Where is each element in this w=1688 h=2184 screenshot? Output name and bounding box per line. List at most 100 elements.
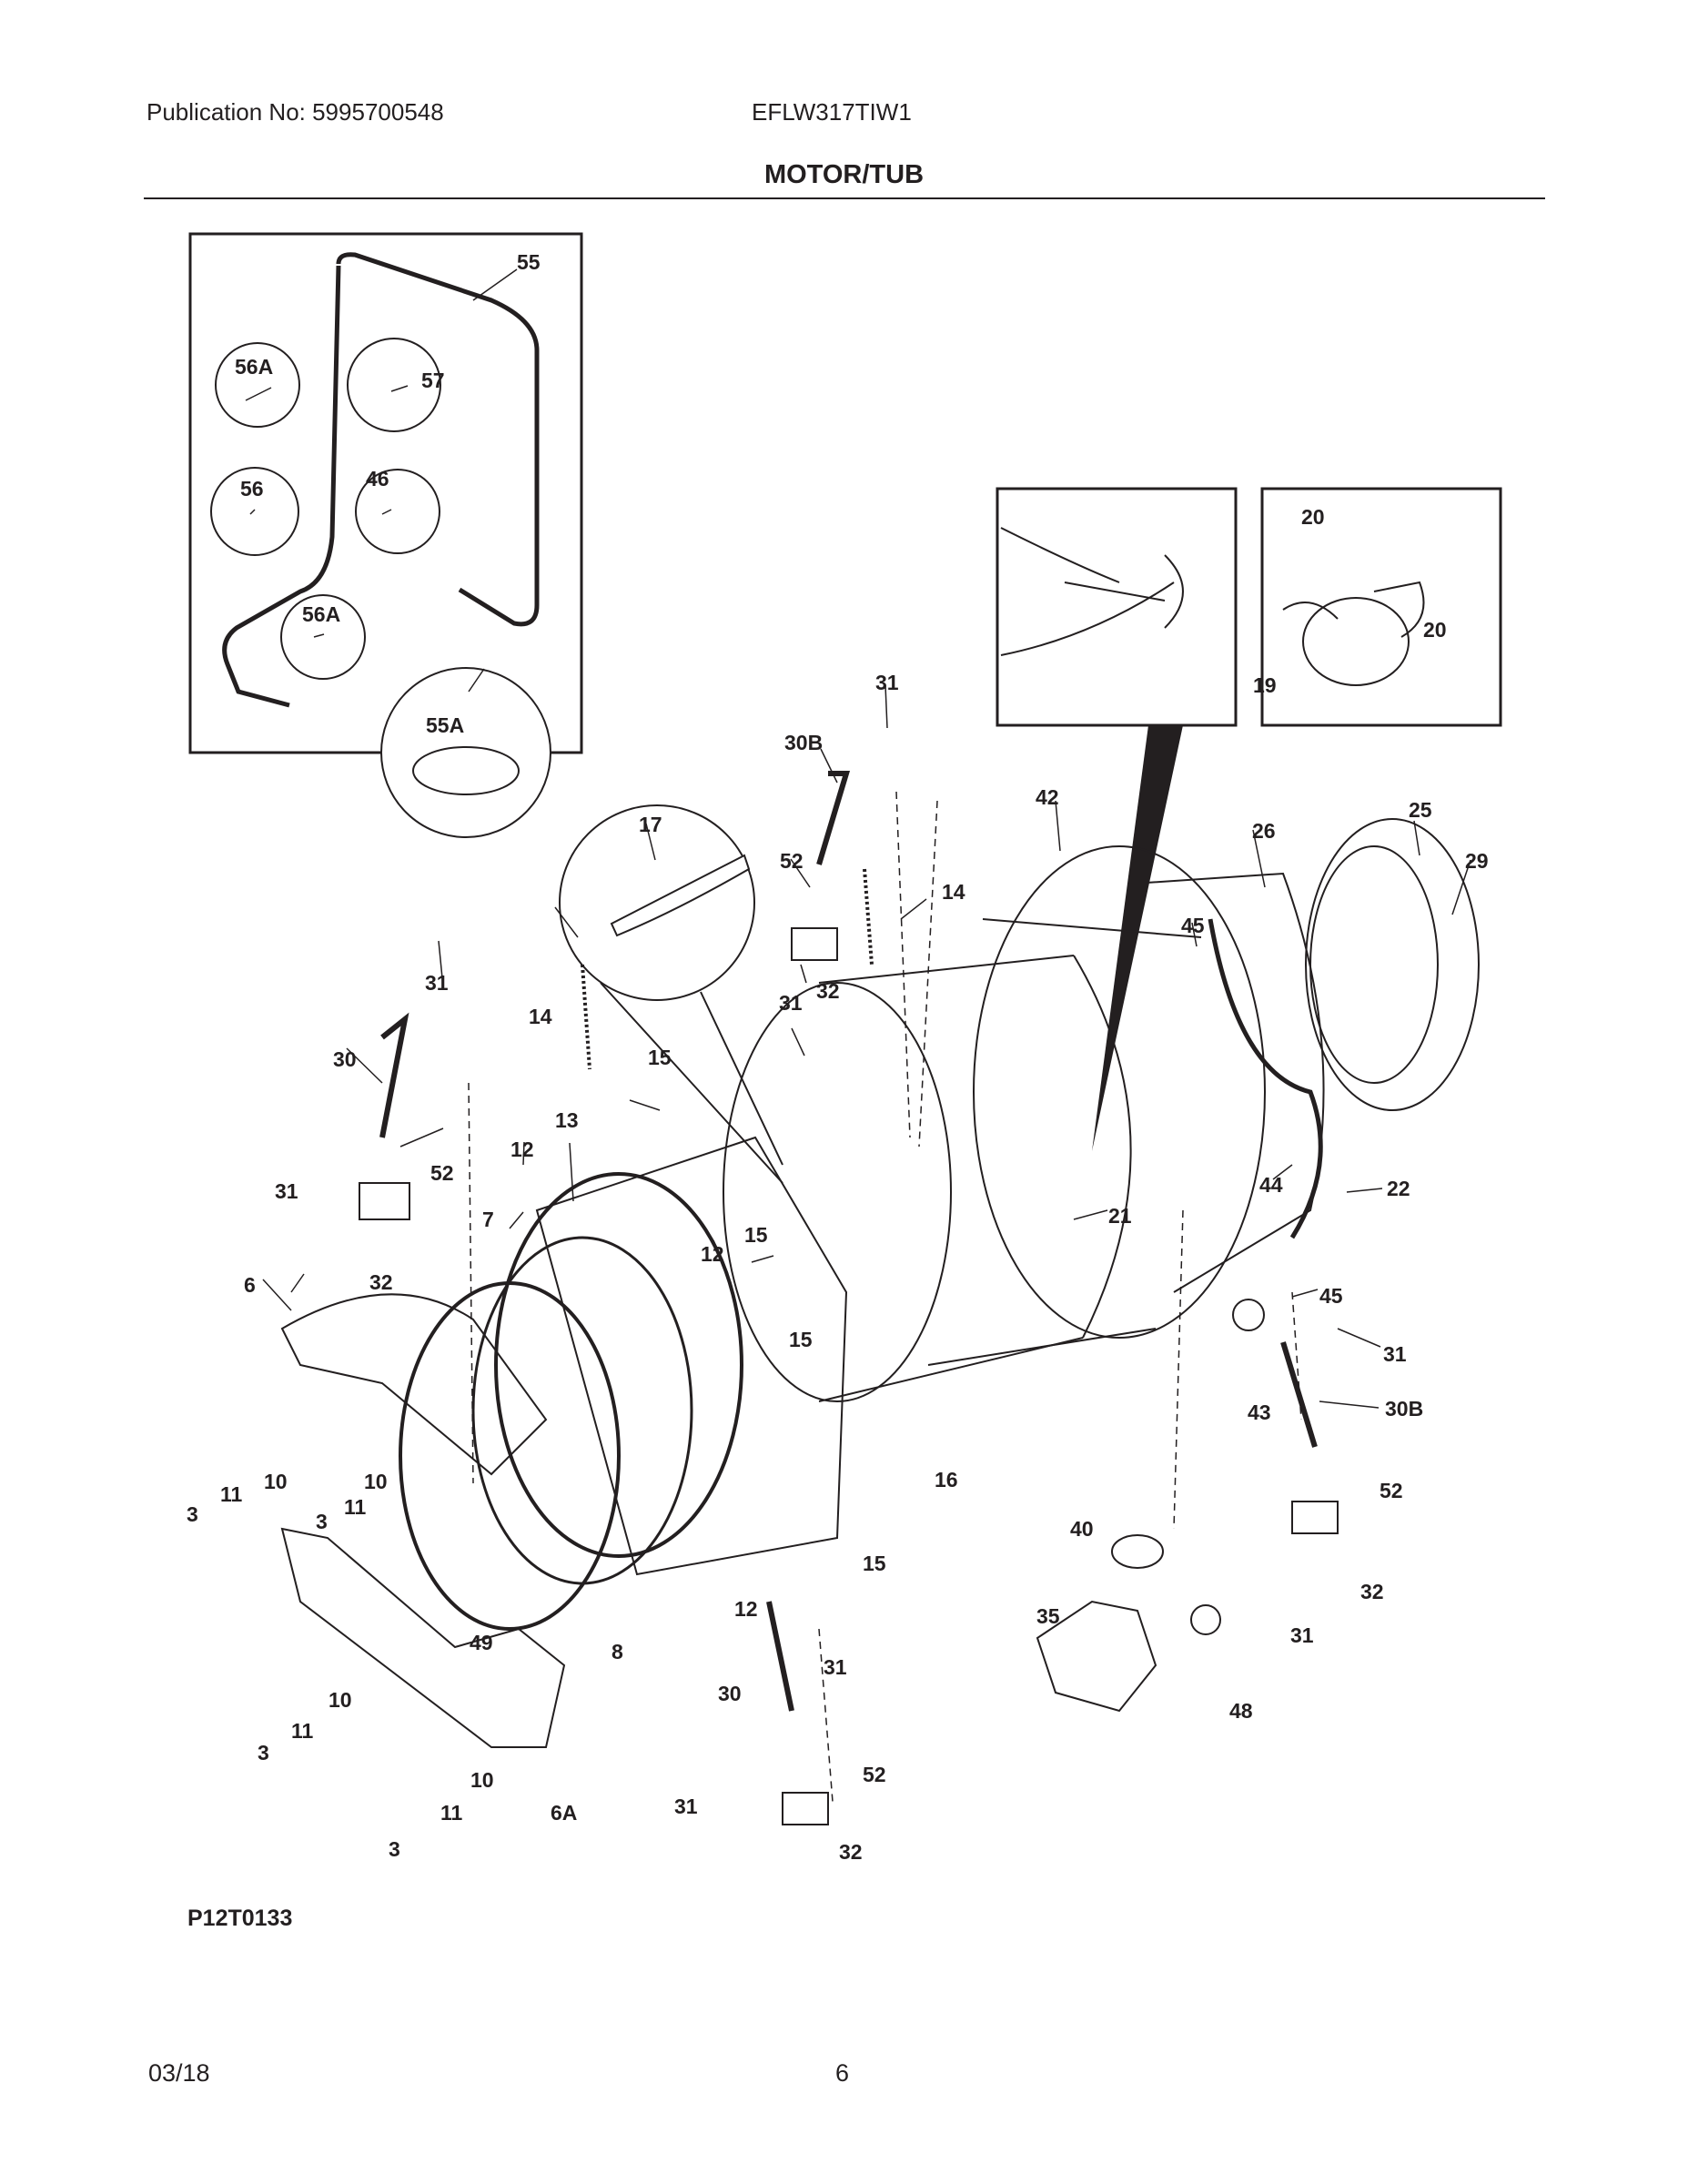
shock-absorber-30-left [379,1012,409,1138]
callout-22: 22 [1387,1177,1410,1200]
callout-20-right: 20 [1423,618,1447,642]
page-number: 6 [835,2059,850,2087]
callout-14-left: 14 [529,1005,552,1028]
drain-hose [336,252,540,627]
callout-8: 8 [612,1640,623,1663]
inset-pointer [1092,725,1183,1151]
callout-31-top: 31 [875,671,899,694]
callout-labels: 55 56A 57 56 46 56A 55A 17 31 30B 42 26 … [187,250,1489,1864]
callout-6A: 6A [551,1801,577,1825]
callout-3-b: 3 [316,1510,328,1533]
pump-seal-40 [1111,1534,1164,1569]
callout-56A-upper: 56A [235,355,273,379]
clamp-detail-46 [355,469,440,554]
callout-16: 16 [935,1468,958,1491]
callout-46: 46 [366,467,389,490]
callout-30-bottom: 30 [718,1682,742,1705]
header-divider [144,197,1545,199]
callout-3-d: 3 [389,1837,400,1861]
clamp-detail-56A-upper [215,342,300,428]
callout-57: 57 [421,369,445,392]
motor-body [1302,597,1410,686]
callout-44: 44 [1259,1173,1283,1197]
spring-14-left [581,964,591,1070]
motor-inset-box [1260,487,1502,727]
callout-32-left: 32 [369,1270,393,1294]
callout-14-top: 14 [942,880,965,904]
callout-31-bottom-mid: 31 [824,1655,847,1679]
callout-3-a: 3 [187,1502,198,1526]
callout-10-d: 10 [470,1768,494,1792]
callout-55: 55 [517,250,541,274]
tub-front-ring [494,1172,743,1558]
part-17-strip [610,854,751,937]
alignment-dashes [468,791,1302,1803]
callout-31-left: 31 [425,971,449,995]
spring-14-top [863,868,874,966]
callout-49: 49 [470,1631,493,1654]
outer-drum-rear [973,845,1266,1339]
callout-56A-lower: 56A [302,602,340,626]
detail-circle-17 [559,804,755,1001]
drawing-code: P12T0133 [187,1906,293,1931]
callout-32-bottom: 32 [839,1840,863,1864]
hose-44 [1208,918,1323,1239]
callout-10-a: 10 [264,1470,288,1493]
callout-11-a: 11 [220,1482,243,1506]
clamp-detail-55A [380,667,551,838]
counterweight-6 [280,1293,548,1476]
callout-3-c: 3 [258,1741,269,1764]
bracket-32-left [359,1182,410,1220]
callout-17: 17 [639,813,662,836]
callout-43: 43 [1248,1400,1271,1424]
callout-45-right: 45 [1319,1284,1343,1308]
ring-43 [1232,1299,1265,1331]
callout-42: 42 [1036,785,1059,809]
callout-31-left-lower: 31 [275,1179,298,1203]
callout-30B-top: 30B [784,731,823,754]
callout-11-d: 11 [440,1801,463,1825]
clamp-detail-56A-lower [280,594,366,680]
clamp-detail-57 [347,338,441,432]
callout-45-top: 45 [1181,914,1205,937]
callout-20-top: 20 [1301,505,1325,529]
counterweight-6A [280,1527,566,1748]
callout-29: 29 [1465,849,1489,873]
outer-drum-shell [927,918,1202,1366]
drain-pump-35 [1036,1600,1157,1713]
callout-15-lower: 15 [789,1328,813,1351]
callout-31-right: 31 [1383,1342,1407,1366]
retaining-ring-55A [412,746,520,795]
callout-10-b: 10 [364,1470,388,1493]
clamp-detail-56 [210,467,299,556]
callout-56: 56 [240,477,264,500]
callout-40: 40 [1070,1517,1094,1541]
callout-15-top: 15 [648,1046,672,1069]
page-title: MOTOR/TUB [763,160,925,189]
publication-number: Publication No: 5995700548 [147,98,444,126]
motor-bracket [1282,581,1425,638]
vent-hose [222,265,341,708]
model-number: EFLW317TIW1 [752,98,912,126]
callout-10-c: 10 [329,1688,352,1712]
callout-15-bottom: 15 [863,1552,886,1575]
callout-31-mid: 31 [779,991,803,1015]
callout-52-top: 52 [780,849,804,873]
callout-30-left: 30 [333,1047,357,1071]
callout-26: 26 [1252,819,1276,843]
callout-11-c: 11 [291,1719,314,1743]
callout-15-mid: 15 [744,1223,768,1247]
callout-52-bottom: 52 [863,1763,886,1786]
footer-date: 03/18 [148,2059,210,2087]
shaft-inset-box [996,487,1238,727]
callout-35: 35 [1036,1604,1060,1628]
callout-55A: 55A [426,713,464,737]
callout-32-top: 32 [816,979,840,1003]
callout-7: 7 [482,1208,494,1231]
callout-6: 6 [244,1273,256,1297]
callout-52-right: 52 [1380,1479,1403,1502]
callout-19: 19 [1253,673,1277,697]
detail-leader [600,982,783,1184]
callout-12-bottom: 12 [734,1597,758,1621]
